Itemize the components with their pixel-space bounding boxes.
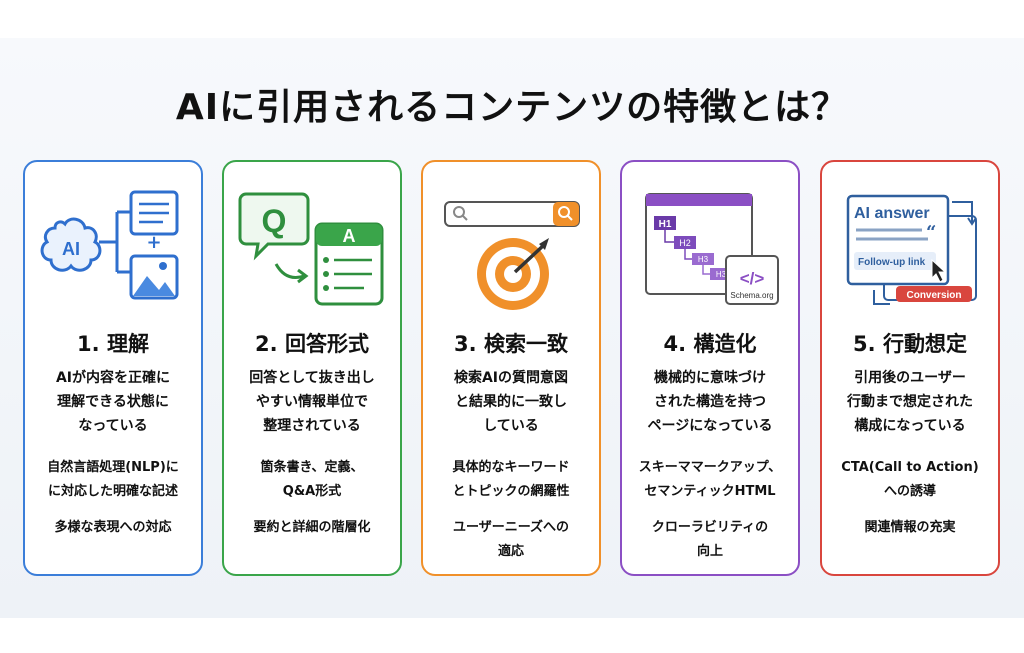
structuring-illustration: H1 H2 H3 H3 </> Schema.org	[622, 172, 797, 322]
card-heading: 2. 回答形式	[255, 332, 369, 356]
card-main-description: AIが内容を正確に 理解できる状態に なっている	[55, 370, 171, 434]
cursor-icon	[931, 258, 947, 283]
svg-text:</>: </>	[740, 269, 765, 288]
card-detail-1: 自然言語処理(NLP)に に対応した明確な記述	[47, 460, 179, 499]
card-answer-format: Q A 2. 回答形式 回答として抜き出し やすい情報単位で 整理されている 箇…	[222, 160, 402, 576]
understanding-illustration: AI +	[25, 172, 200, 322]
card-detail-2: 要約と詳細の階層化	[253, 520, 371, 535]
brain-ai-icon: AI	[40, 217, 102, 272]
card-structuring: H1 H2 H3 H3 </> Schema.org 4. 構造化 機械的に意味…	[620, 160, 800, 576]
page-title: AIに引用されるコンテンツの特徴とは？	[175, 87, 849, 128]
card-detail-1: スキーママークアップ、 セマンティックHTML	[638, 460, 782, 499]
answer-format-illustration: Q A	[224, 172, 399, 322]
svg-text:H2: H2	[679, 238, 691, 248]
search-match-illustration	[423, 172, 598, 322]
svg-text:Schema.org: Schema.org	[730, 291, 773, 300]
action-illustration: AI answer “ Follow-up link Conversion	[822, 172, 997, 322]
target-icon	[477, 238, 549, 310]
card-detail-2: 関連情報の充実	[864, 520, 956, 535]
answer-card-icon: AI answer “ Follow-up link	[846, 194, 977, 301]
card-main-description: 検索AIの質問意図 と結果的に一致し している	[453, 370, 569, 434]
svg-text:H3: H3	[698, 255, 709, 264]
answer-bubble-icon: A	[314, 222, 384, 306]
svg-text:Follow-up link: Follow-up link	[858, 257, 926, 268]
arrow-icon	[274, 263, 305, 279]
conversion-button-icon: Conversion	[896, 286, 972, 302]
card-action: AI answer “ Follow-up link Conversion 5.…	[820, 160, 1000, 576]
svg-text:H3: H3	[716, 270, 727, 279]
svg-text:A: A	[343, 226, 356, 246]
card-main-description: 機械的に意味づけ された構造を持つ ページになっている	[647, 370, 773, 434]
card-search-match: 3. 検索一致 検索AIの質問意図 と結果的に一致し している 具体的なキーワー…	[421, 160, 601, 576]
card-detail-1: CTA(Call to Action) への誘導	[841, 460, 979, 499]
svg-text:H1: H1	[659, 219, 672, 230]
plus-icon: +	[146, 232, 161, 253]
card-detail-2: 多様な表現への対応	[54, 520, 172, 535]
card-main-description: 引用後のユーザー 行動まで想定された 構成になっている	[847, 370, 973, 434]
question-bubble-icon: Q	[238, 192, 310, 261]
card-heading: 4. 構造化	[663, 332, 757, 356]
ai-label: AI	[62, 239, 80, 259]
svg-text:Q: Q	[262, 203, 287, 239]
image-icon	[129, 254, 179, 300]
card-heading: 3. 検索一致	[454, 332, 568, 356]
card-main-description: 回答として抜き出し やすい情報単位で 整理されている	[249, 370, 375, 434]
card-detail-1: 具体的なキーワード とトピックの網羅性	[452, 460, 570, 499]
svg-text:“: “	[926, 222, 936, 243]
card-heading: 1. 理解	[77, 332, 149, 356]
code-schema-icon: </> Schema.org	[725, 255, 779, 305]
svg-text:Conversion: Conversion	[906, 290, 961, 301]
card-heading: 5. 行動想定	[853, 332, 967, 356]
card-detail-2: クローラビリティの 向上	[651, 520, 769, 559]
card-understanding: AI + 1. 理解 AIが内容を正確に 理解できる状態に なっている 自然言語…	[23, 160, 203, 576]
document-icon	[129, 190, 179, 236]
card-detail-2: ユーザーニーズへの 適応	[452, 520, 570, 559]
search-bar-icon	[444, 201, 580, 227]
svg-text:AI answer: AI answer	[854, 205, 930, 222]
card-detail-1: 箇条書き、定義、 Q&A形式	[260, 460, 364, 499]
